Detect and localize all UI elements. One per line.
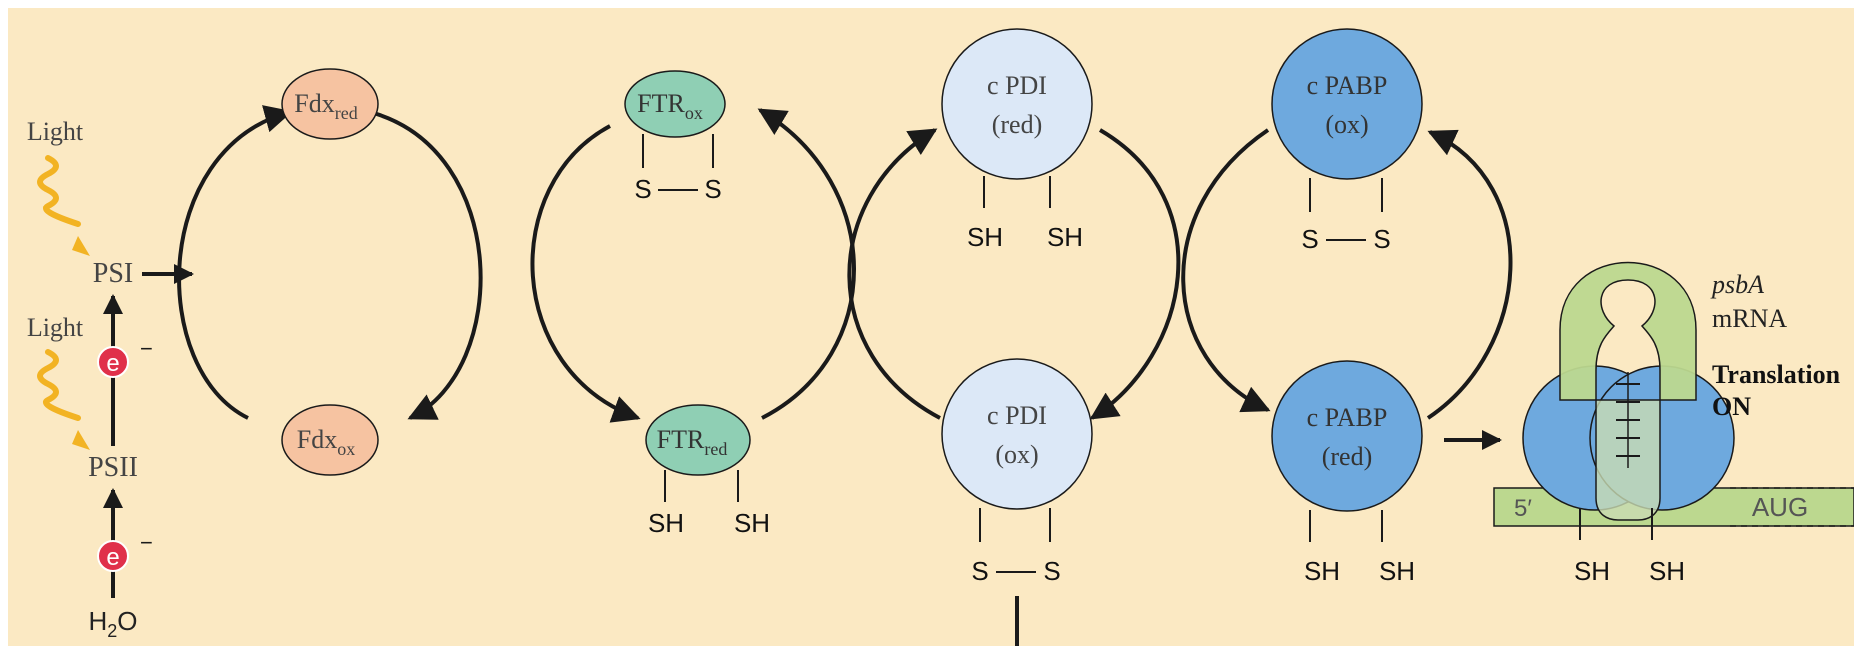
cpabp-red-thiol-right: SH <box>1379 556 1415 586</box>
cpdi-red-node: c PDI (red) SH SH <box>941 28 1093 252</box>
svg-text:−: − <box>140 530 153 555</box>
light-wave-bottom-icon <box>37 349 81 421</box>
gene-label: psbA <box>1710 270 1764 299</box>
svg-text:(red): (red) <box>1322 442 1373 471</box>
mrna-stem-loop <box>1559 261 1697 401</box>
ftr-ox-disulfide-right: S <box>704 174 721 204</box>
cpdi-ox-disulfide-right: S <box>1043 556 1060 586</box>
complex-thiol-right: SH <box>1649 556 1685 586</box>
cpdi-ox-disulfide-left: S <box>971 556 988 586</box>
arc-cpabp-red-to-cpabp-ox <box>1426 129 1513 420</box>
cpdi-ox-node: c PDI (ox) S S <box>941 358 1093 646</box>
svg-text:c PABP: c PABP <box>1307 403 1388 432</box>
svg-text:c PDI: c PDI <box>987 71 1047 100</box>
ftr-red-thiol-right: SH <box>734 508 770 538</box>
light-arrowhead-top-icon <box>72 236 90 256</box>
light-wave-top-icon <box>37 155 81 227</box>
svg-text:c PABP: c PABP <box>1307 71 1388 100</box>
fdx-ox-node: Fdxox <box>281 404 379 476</box>
psi-label: PSI <box>93 258 133 289</box>
mrna-complex: 5′ AUG SH SH psbA mRNA Translation ON <box>1493 261 1854 586</box>
psii-label: PSII <box>88 452 138 483</box>
arc-cpdi-red-to-cpdi-ox <box>1089 128 1181 420</box>
arc-psi-to-fdx-red <box>177 105 293 420</box>
svg-text:e: e <box>106 544 119 571</box>
redox-cycle-arrows <box>177 105 1513 423</box>
ftr-red-thiol-left: SH <box>648 508 684 538</box>
arc-cpdi-ox-to-cpdi-red <box>847 128 941 420</box>
fdx-red-node: Fdxred <box>281 68 379 140</box>
cpabp-red-node: c PABP (red) SH SH <box>1271 360 1423 586</box>
ftr-ox-disulfide-left: S <box>634 174 651 204</box>
five-prime-label: 5′ <box>1514 495 1532 522</box>
ftr-red-node: FTRred SH SH <box>645 404 770 538</box>
svg-text:c PDI: c PDI <box>987 401 1047 430</box>
svg-text:(ox): (ox) <box>1325 110 1368 139</box>
svg-text:e: e <box>106 350 119 377</box>
cpabp-red-thiol-left: SH <box>1304 556 1340 586</box>
cpdi-red-thiol-right: SH <box>1047 222 1083 252</box>
complex-thiol-left: SH <box>1574 556 1610 586</box>
svg-text:(ox): (ox) <box>995 440 1038 469</box>
arc-ftr-red-to-ftr-ox <box>757 108 856 420</box>
arc-cpabp-ox-to-cpabp-red <box>1181 128 1271 413</box>
cpdi-red-thiol-left: SH <box>967 222 1003 252</box>
svg-text:−: − <box>140 336 153 361</box>
translation-status-line1: Translation <box>1712 360 1841 389</box>
svg-text:FTRox: FTRox <box>637 89 703 123</box>
svg-text:FTRred: FTRred <box>657 425 728 459</box>
light-label-top: Light <box>27 117 84 146</box>
aug-codon-label: AUG <box>1752 492 1808 522</box>
light-label-bottom: Light <box>27 313 84 342</box>
cpabp-ox-disulfide-left: S <box>1301 224 1318 254</box>
cpabp-ox-node: c PABP (ox) S S <box>1271 28 1423 254</box>
svg-text:(red): (red) <box>992 110 1043 139</box>
ftr-ox-node: FTRox S S <box>624 70 726 204</box>
mrna-label: mRNA <box>1712 304 1787 333</box>
svg-text:Fdxox: Fdxox <box>297 425 355 459</box>
cpabp-ox-disulfide-right: S <box>1373 224 1390 254</box>
light-arrowhead-bottom-icon <box>72 430 90 450</box>
water-label: H2O <box>88 606 137 641</box>
arc-ftr-ox-to-ftr-red <box>530 124 641 423</box>
translation-status-line2: ON <box>1712 392 1751 421</box>
electron-bottom-icon: e − <box>97 530 153 572</box>
photosystem-chain: Light PSI Light e − PSII e − H2O <box>27 117 194 641</box>
electron-top-icon: e − <box>97 336 153 378</box>
arc-fdx-red-to-fdx-ox <box>369 110 483 420</box>
svg-text:Fdxred: Fdxred <box>294 89 357 123</box>
